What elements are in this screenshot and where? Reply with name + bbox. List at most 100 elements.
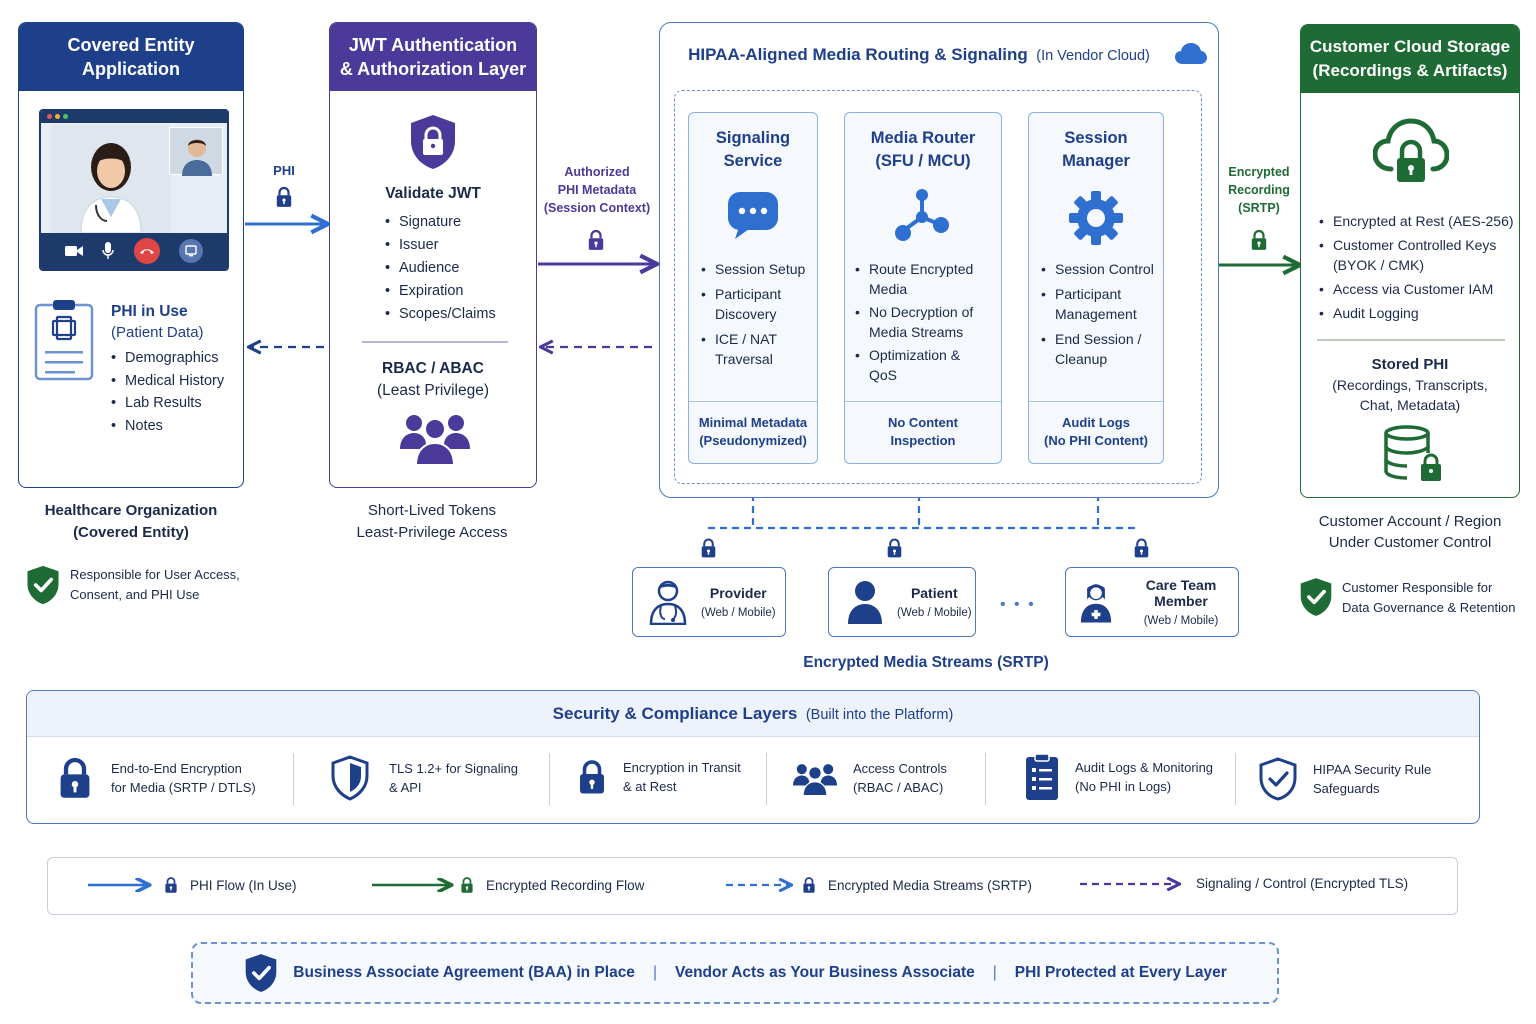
users-icon [793,764,837,797]
lock-icon [700,537,717,559]
end-call-button[interactable] [133,238,160,264]
lock-icon [577,757,607,797]
lock-icon [1250,228,1268,252]
storage-header: Customer Cloud Storage (Recordings & Art… [1301,25,1519,93]
caption-line: (Covered Entity) [73,524,189,541]
divider [985,753,986,805]
jwt-title-line2: & Authorization Layer [339,59,527,79]
security-item-transit: Encryption in Transit & at Rest [577,757,741,797]
security-item-line: Safeguards [1313,781,1380,796]
rbac-subtitle: (Least Privilege) [377,382,489,399]
baa-separator: | [992,964,997,981]
client-patient[interactable]: Patient (Web / Mobile) [828,567,976,637]
storage-caption: Customer Account / Region Under Customer… [1290,511,1530,553]
caption-line: Customer Account / Region [1318,513,1502,530]
gear-icon [1069,191,1123,245]
client-provider[interactable]: Provider (Web / Mobile) [632,567,786,637]
divider [293,753,294,805]
list-item: Audience [385,257,496,280]
covered-entity-header: Covered Entity Application [19,23,243,91]
session-footer: Audit Logs (No PHI Content) [1029,401,1163,463]
participant-thumbnail [169,127,223,176]
customer-storage-card: Customer Cloud Storage (Recordings & Art… [1300,24,1520,498]
list-item: Route Encrypted Media [855,259,1001,299]
label-line: Recording [1228,183,1290,197]
list-item: ICE / NAT Traversal [701,329,817,369]
signaling-list: Session Setup Participant Discovery ICE … [701,259,817,369]
media-router-box: Media Router (SFU / MCU) Route Encrypted… [844,112,1002,464]
client-device: (Web / Mobile) [897,607,972,619]
dashed-blue-arrow-icon [726,878,796,892]
list-item: Audit Logging [1319,303,1519,323]
baa-text-3: PHI Protected at Every Layer [1014,964,1227,981]
window-dots-icon [47,114,68,119]
video-call-preview [39,109,229,271]
lock-icon [802,876,816,894]
media-streams-caption: Encrypted Media Streams (SRTP) [803,654,1049,671]
covered-entity-caption: Healthcare Organization (Covered Entity) [10,500,252,544]
security-item-tls: TLS 1.2+ for Signaling & API [331,755,518,801]
baa-text-1: Business Associate Agreement (BAA) in Pl… [293,964,635,981]
list-item: Signature [385,211,496,234]
phi-in-use-title: PHI in Use [111,303,188,320]
security-item-line: Encryption in Transit [623,760,741,775]
person-icon [848,581,882,624]
microphone-icon[interactable] [102,242,114,260]
caption-line: Healthcare Organization [44,502,218,519]
lock-icon [886,537,903,559]
label-line: Authorized [564,165,630,179]
care-team-icon [1080,584,1112,623]
client-care-team[interactable]: Care Team Member (Web / Mobile) [1065,567,1239,637]
lock-icon [275,186,293,208]
footer-line: Audit Logs [1062,415,1130,430]
signaling-service-box: Signaling Service Session Setup Particip… [688,112,818,464]
title-line: Media Router [870,129,976,147]
security-title: Security & Compliance Layers [552,704,798,723]
client-device: (Web / Mobile) [701,607,776,619]
caption-line: Short-Lived Tokens [367,502,497,519]
session-title: Session Manager [1029,127,1163,173]
camera-icon[interactable] [64,245,83,257]
security-layers-header: Security & Compliance Layers (Built into… [27,691,1479,737]
doctor-icon [649,580,687,625]
list-item: Session Control [1041,259,1163,279]
share-screen-button[interactable] [179,239,204,263]
phi-arrow-label: PHI [273,163,295,178]
list-item: Participant Management [1041,284,1163,324]
list-item: No Decryption of Media Streams [855,302,1001,342]
responsibility-line: Data Governance & Retention [1342,600,1516,615]
security-item-access: Access Controls (RBAC / ABAC) [793,757,947,799]
list-item: Scopes/Claims [385,303,496,326]
list-item: End Session / Cleanup [1041,329,1163,369]
list-item: Participant Discovery [701,284,817,324]
screen-share-icon [185,245,197,257]
security-item-line: & at Rest [623,779,677,794]
legend-media-streams: Encrypted Media Streams (SRTP) [724,876,1032,894]
call-controls-bar [41,233,227,269]
stored-phi-line: (Recordings, Transcripts, [1332,377,1488,393]
covered-entity-card: Covered Entity Application [18,22,244,488]
divider [766,753,767,805]
responsibility-line: Customer Responsible for [1342,580,1493,595]
client-name: Provider [709,585,767,601]
clipboard-list-icon [1026,753,1058,800]
solid-blue-arrow-icon [88,878,154,892]
lock-icon [57,753,93,803]
jwt-caption: Short-Lived Tokens Least-Privilege Acces… [320,500,544,544]
database-lock-icon [1384,425,1441,481]
dashed-purple-arrow-icon [1080,877,1184,891]
legend-label: Signaling / Control (Encrypted TLS) [1196,876,1409,891]
security-item-audit: Audit Logs & Monitoring (No PHI in Logs) [1025,753,1213,801]
caption-line: Least-Privilege Access [356,524,508,541]
security-item-hipaa: HIPAA Security Rule Safeguards [1259,757,1431,801]
label-line: (SRTP) [1238,201,1280,215]
legend-phi-flow: PHI Flow (In Use) [86,876,297,894]
footer-line: Inspection [890,433,956,448]
signaling-title: Signaling Service [689,127,817,173]
shield-lock-icon [411,115,455,169]
routing-title: HIPAA-Aligned Media Routing & Signaling … [660,45,1178,65]
security-item-line: Audit Logs & Monitoring [1075,760,1214,775]
rbac-title: RBAC / ABAC [382,360,484,377]
title-line: Session [1064,129,1128,147]
storage-list: Encrypted at Rest (AES-256) Customer Con… [1319,211,1519,323]
